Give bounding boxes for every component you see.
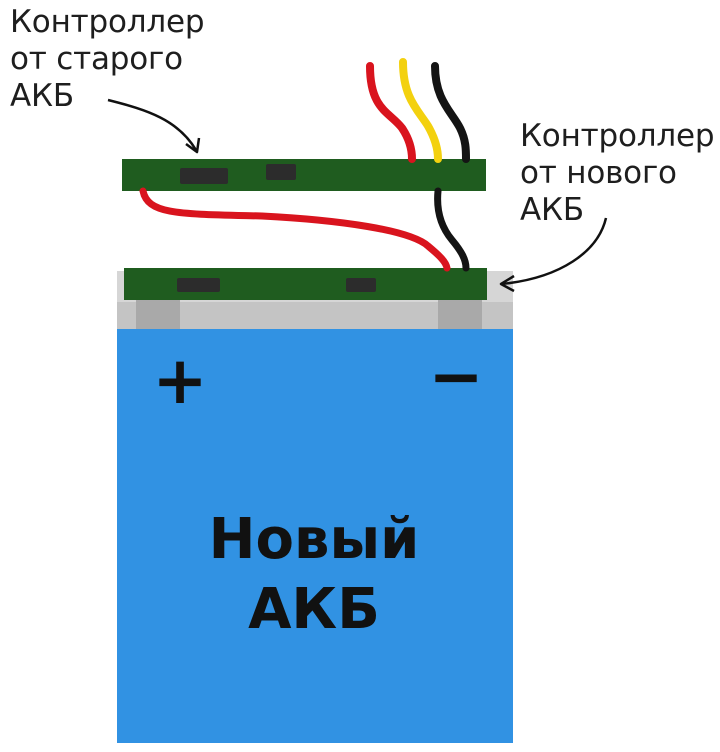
old-board-chip-1 (180, 168, 228, 184)
wire-red-bottom (139, 187, 451, 272)
battery-title-line2: АКБ (248, 577, 380, 642)
battery-title-line1: Новый (209, 507, 420, 572)
arrow-old-controller (107, 98, 198, 151)
arrow-old-head (185, 137, 201, 154)
new-board-chip-1 (177, 278, 220, 292)
old-controller-label-line: Контроллер (10, 4, 205, 40)
wire-red-top (366, 62, 416, 163)
minus-sign: − (428, 338, 483, 415)
arrow-new-controller (501, 217, 608, 286)
old-board-chip-2 (266, 164, 296, 180)
terminal-tab-left (136, 298, 180, 329)
wire-black-top (431, 62, 470, 163)
old-controller-board (122, 159, 486, 191)
new-controller-label-line: Контроллер (520, 118, 715, 154)
new-controller-label-line: от нового (520, 155, 677, 191)
new-controller-label: Контроллер от нового АКБ (520, 118, 715, 229)
old-controller-label-line: АКБ (10, 78, 74, 114)
new-board-chip-2 (346, 278, 376, 292)
old-controller-label: Контроллер от старого АКБ (10, 4, 205, 115)
wire-black-bottom (434, 187, 470, 272)
wire-yellow-top (399, 58, 442, 163)
battery-body (117, 329, 513, 743)
old-controller-label-line: от старого (10, 41, 183, 77)
new-controller-label-line: АКБ (520, 192, 584, 228)
plus-sign: + (152, 342, 207, 419)
terminal-tab-right (438, 298, 482, 329)
arrow-new-head (499, 274, 515, 293)
